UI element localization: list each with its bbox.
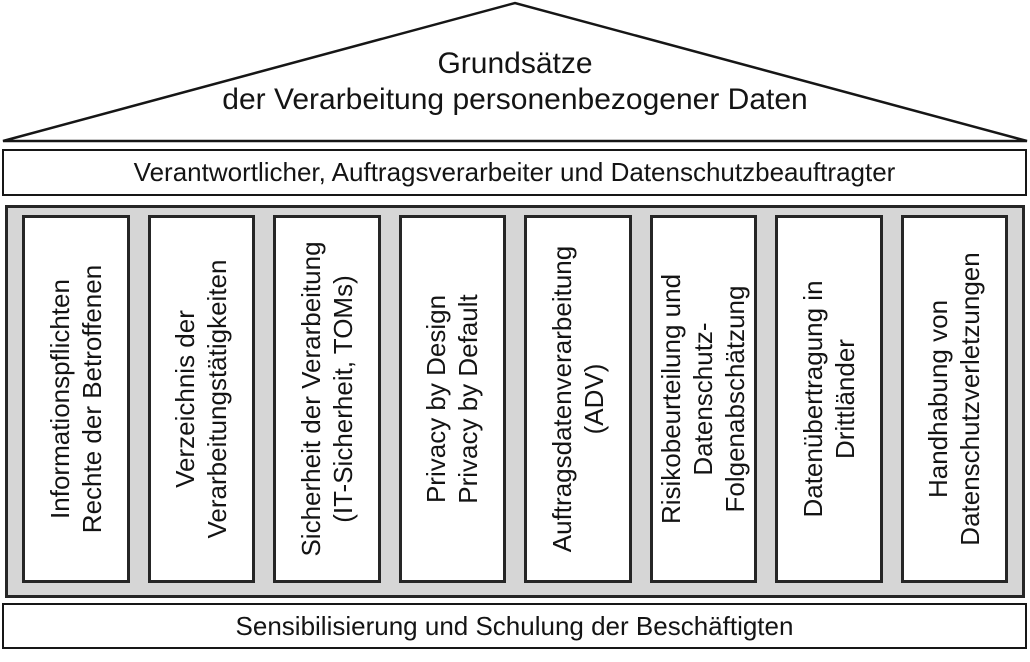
pillar-verzeichnis: Verzeichnis der Verarbeitungstätigkeiten [147,215,255,583]
pillar-auftragsdatenverarbeitung: Auftragsdatenverarbeitung (ADV) [524,215,632,583]
pillar-label: Datenübertragung in Drittländer [797,280,860,518]
pillar-informationspflichten: Informationspflichten Rechte der Betroff… [22,215,130,583]
pillar-datenuebertragung: Datenübertragung in Drittländer [775,215,883,583]
pillar-sicherheit: Sicherheit der Verarbeitung (IT-Sicherhe… [273,215,381,583]
pillar-label: Auftragsdatenverarbeitung (ADV) [546,245,609,553]
pillar-privacy: Privacy by Design Privacy by Default [398,215,506,583]
pillar-label: Privacy by Design Privacy by Default [421,294,484,504]
pillar-risikobeurteilung: Risikobeurteilung und Datenschutz- Folge… [649,215,757,583]
pillar-section: Informationspflichten Rechte der Betroff… [5,205,1025,598]
pillar-label: Risikobeurteilung und Datenschutz- Folge… [656,273,751,525]
base-label: Sensibilisierung und Schulung der Beschä… [235,610,794,641]
diagram-title-line1: Grundsätze [437,47,593,80]
pillar-label: Handhabung von Datenschutzverletzungen [923,252,986,546]
pillar-label: Informationspflichten Rechte der Betroff… [44,264,107,534]
architrave-label: Verantwortlicher, Auftragsverarbeiter un… [133,157,896,187]
base-bar: Sensibilisierung und Schulung der Beschä… [2,603,1027,649]
diagram-title: Grundsätze der Verarbeitung personenbezo… [0,46,1030,118]
pillar-label: Sicherheit der Verarbeitung (IT-Sicherhe… [295,241,358,557]
pillar-label: Verzeichnis der Verarbeitungstätigkeiten [170,259,233,539]
architrave-bar: Verantwortlicher, Auftragsverarbeiter un… [2,149,1027,196]
pillar-handhabung: Handhabung von Datenschutzverletzungen [900,215,1008,583]
roof-triangle [2,1,1028,143]
diagram-title-line2: der Verarbeitung personenbezogener Daten [222,83,808,116]
